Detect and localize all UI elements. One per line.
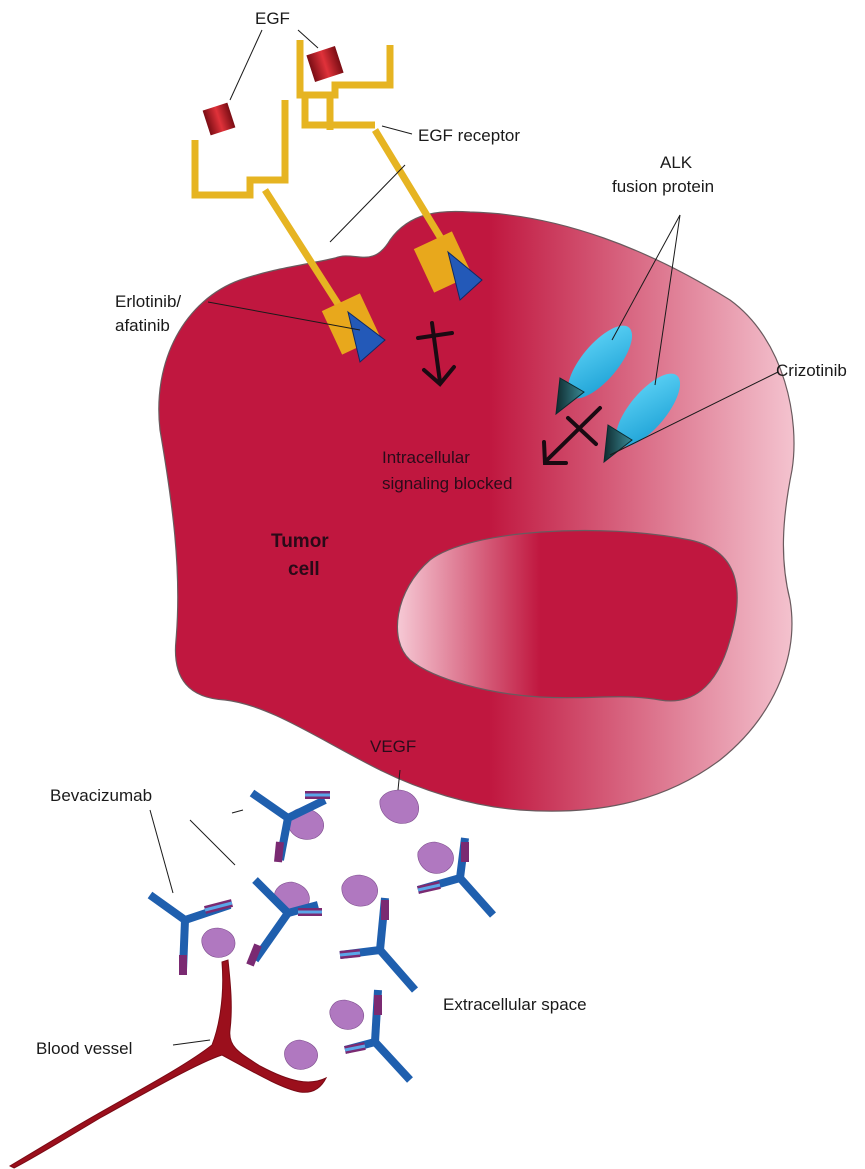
label-tumor-line1: Tumor [271,531,329,552]
antibodies [150,793,493,1080]
label-bevacizumab: Bevacizumab [50,786,152,805]
label-erlotinib-line2: afatinib [115,316,170,335]
label-vegf: VEGF [370,737,416,756]
vegf-8 [284,1040,317,1069]
label-alk-line2: fusion protein [612,177,714,196]
label-tumor-line2: cell [288,559,320,580]
vegf-4 [342,875,378,906]
label-erlotinib-line1: Erlotinib/ [115,292,181,311]
antibody-stripes [205,795,440,1050]
label-crizotinib: Crizotinib [776,361,847,380]
vegf-molecules [202,790,454,1069]
label-alk-line1: ALK [660,153,693,172]
label-egf: EGF [255,9,290,28]
label-extracellular: Extracellular space [443,995,587,1014]
egf-ligand-2 [306,46,343,82]
tumor-cell [159,211,794,811]
egf-ligand-1 [203,103,236,136]
vegf-3 [418,842,454,873]
vegf-1 [380,790,419,823]
label-signaling-line1: Intracellular [382,448,470,467]
vegf-7 [330,1000,364,1029]
label-blood-vessel: Blood vessel [36,1039,132,1058]
label-egf-receptor: EGF receptor [418,126,520,145]
blood-vessel [10,960,326,1168]
antibody-5 [340,898,415,990]
nucleus [397,530,737,700]
vegf-5 [202,928,235,957]
label-signaling-line2: signaling blocked [382,474,512,493]
